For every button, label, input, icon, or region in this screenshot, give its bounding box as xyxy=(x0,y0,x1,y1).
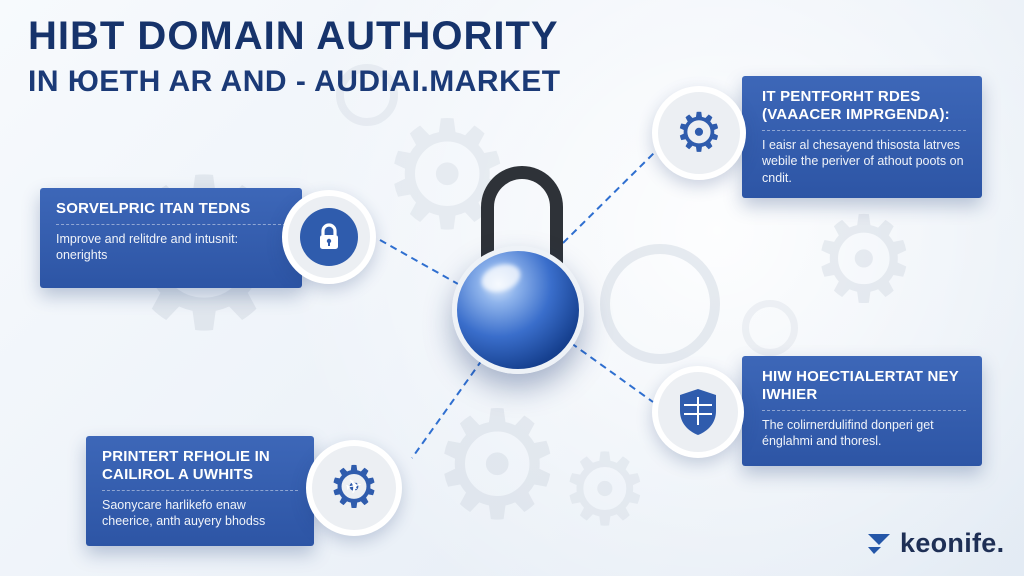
callout-body: The colirnerdulifind donperi get énglahm… xyxy=(762,418,934,449)
connector-right-top xyxy=(562,151,656,244)
connector-left-bottom xyxy=(411,359,483,459)
callout-heading: SORVELPRIC ITAN TEDNS xyxy=(56,200,286,225)
lock-icon xyxy=(300,208,358,266)
callout-badge-gear: ⚙ xyxy=(652,86,746,180)
brand-logo-icon xyxy=(868,533,890,554)
callout-top-right: IT PENTFORHT RDES (VAAACER IMPRGENDA): I… xyxy=(742,76,982,198)
callout-body: Improve and relitdre and intusnit: oneri… xyxy=(56,232,239,263)
padlock-highlight xyxy=(477,259,525,297)
callout-heading: HIW HOECTIALERTAT NEY IWHIER xyxy=(762,368,966,411)
lock-icon xyxy=(320,223,338,249)
callout-top-left: SORVELPRIC ITAN TEDNS Improve and relitd… xyxy=(40,188,302,288)
callout-body: I eaisr al chesayend thisosta latrves we… xyxy=(762,138,964,185)
callout-body: Saonycare harlikefo enaw cheerice, anth … xyxy=(102,498,266,529)
callout-badge-lock xyxy=(282,190,376,284)
gear-icon: ⚙ xyxy=(328,455,380,520)
callout-heading: IT PENTFORHT RDES (VAAACER IMPRGENDA): xyxy=(762,88,966,131)
callout-badge-shield xyxy=(652,366,744,458)
brand-logo: keonife. xyxy=(866,528,1004,559)
callout-bottom-left: PRINTERT RFHOLIE IN CAILIROL A UWHITS Sa… xyxy=(86,436,314,546)
page-title: HIBT DOMAIN AUTHORITY xyxy=(28,14,559,58)
gear-icon: ⚙ xyxy=(674,103,724,163)
shield-icon xyxy=(680,389,716,435)
padlock-body xyxy=(452,246,584,374)
page-subtitle: IN ЮETH AR AND - AUDIAI.MARKET xyxy=(28,65,561,98)
callout-heading: PRINTERT RFHOLIE IN CAILIROL A UWHITS xyxy=(102,448,298,491)
connector-left-top xyxy=(379,239,459,285)
padlock-shackle xyxy=(481,166,563,266)
callout-bottom-right: HIW HOECTIALERTAT NEY IWHIER The colirne… xyxy=(742,356,982,466)
title-block: HIBT DOMAIN AUTHORITY IN ЮETH AR AND - A… xyxy=(28,14,561,99)
connector-right-bottom xyxy=(570,342,654,403)
callout-badge-gear-plane: ⚙ ✈ xyxy=(306,440,402,536)
brand-logo-text: keonife. xyxy=(900,528,1005,558)
gear-plane-icon: ⚙ ✈ xyxy=(324,458,384,518)
